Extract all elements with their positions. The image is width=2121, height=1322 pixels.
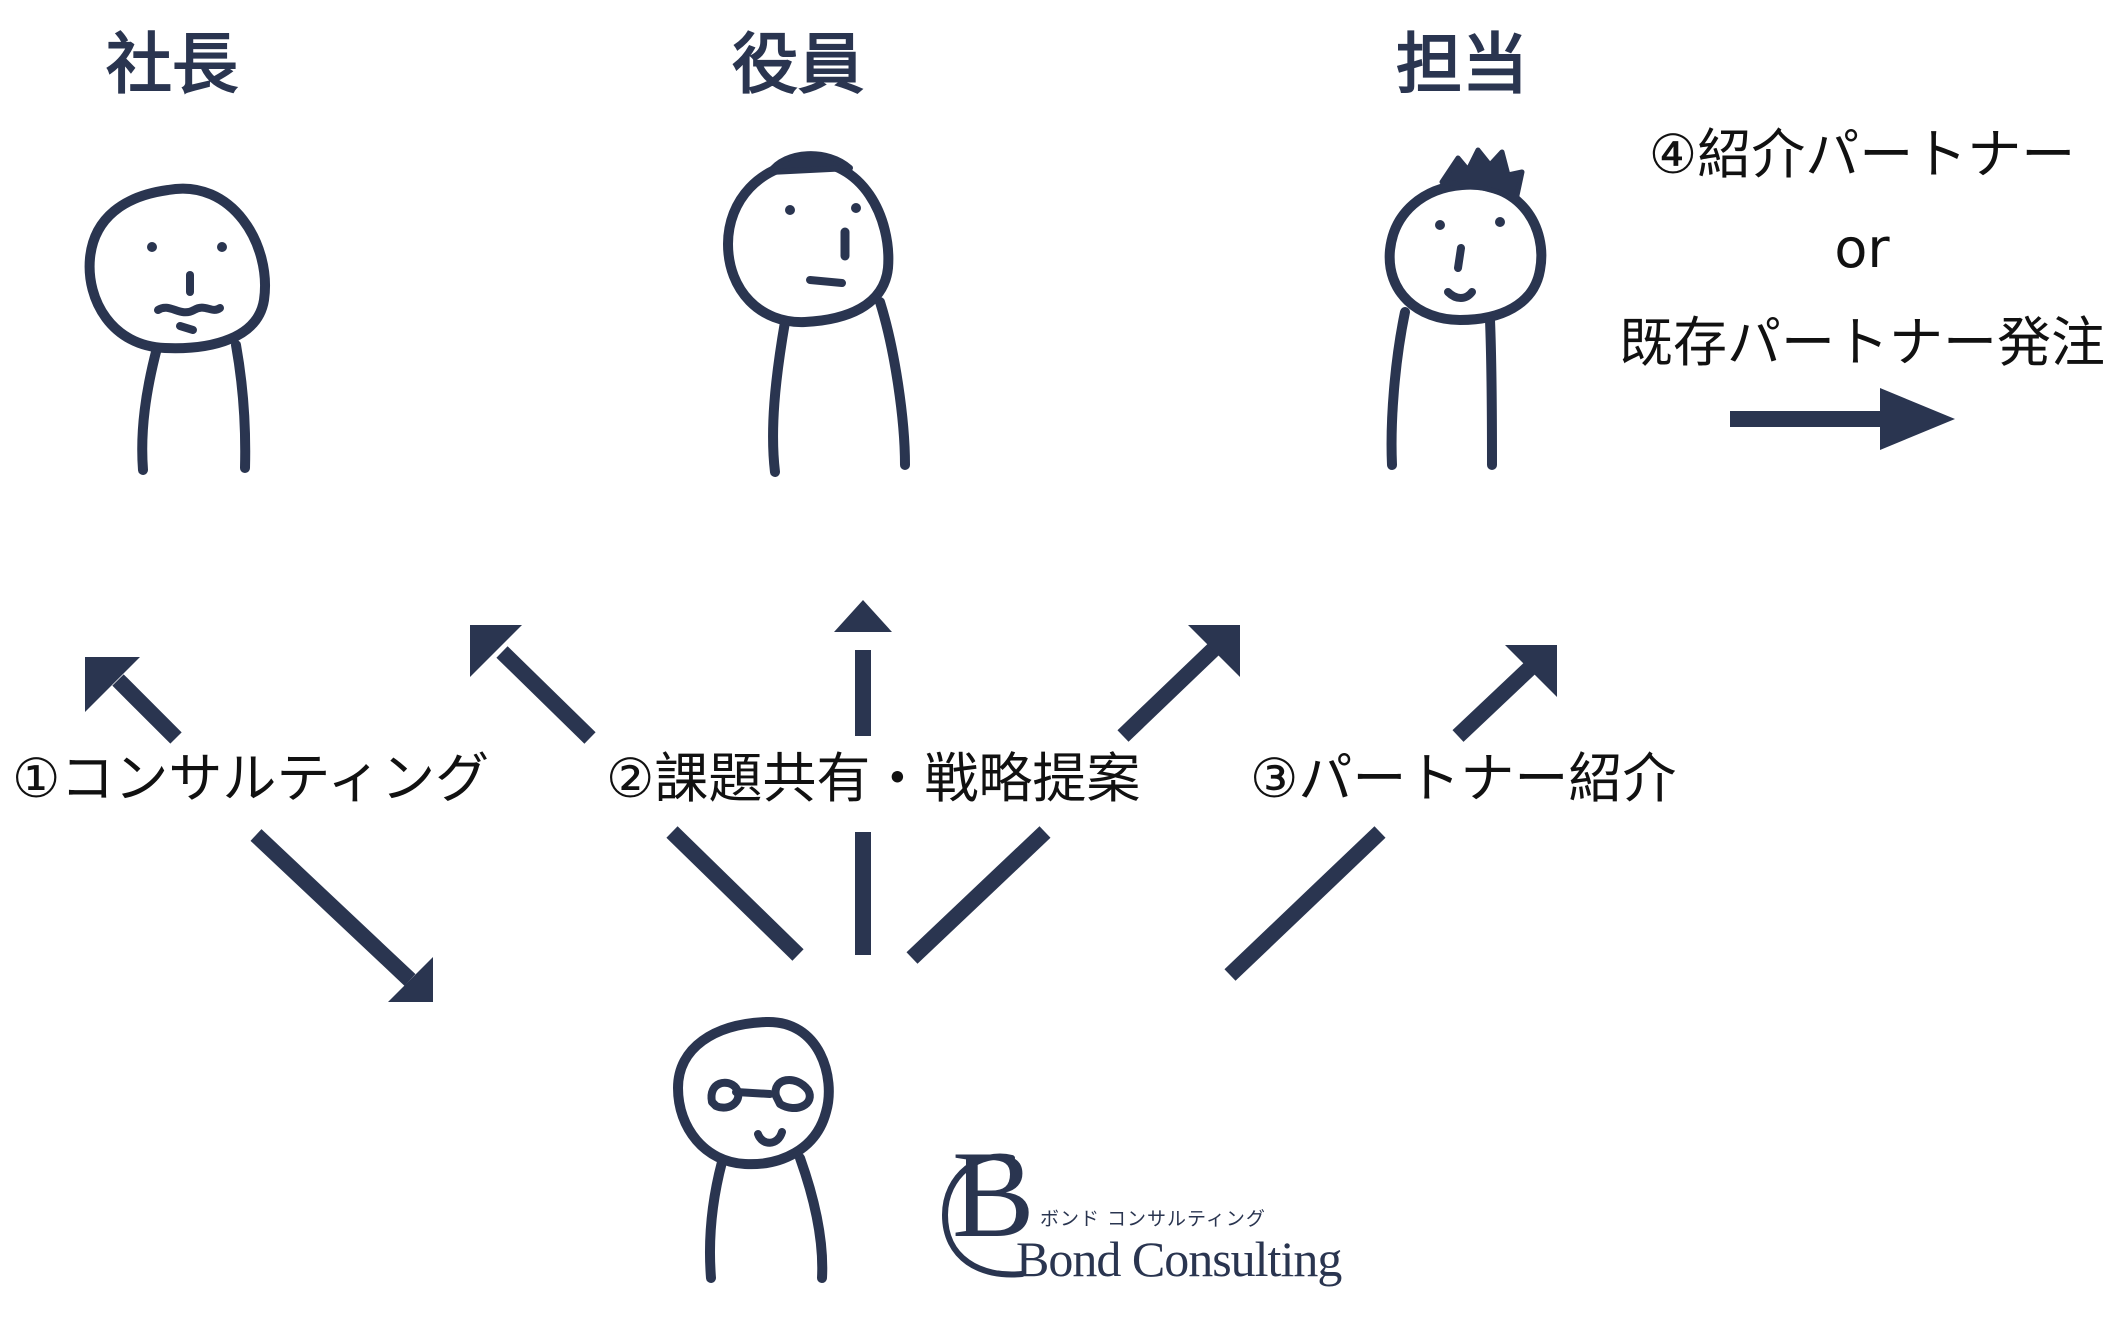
brand-name: Bond Consulting xyxy=(1016,1231,1342,1287)
order-line-partner: ④紹介パートナー xyxy=(1648,123,2076,186)
flow-partner-intro-label: ③パートナー紹介 xyxy=(1250,747,1677,810)
staff-figure xyxy=(1384,147,1547,470)
consultant-head xyxy=(673,1016,834,1170)
flow-proposal-label: ②課題共有・戦略提案 xyxy=(606,747,1141,810)
executive-figure xyxy=(723,151,910,477)
arrow-head-to-executive-left xyxy=(470,625,522,677)
brand-kana: ボンド コンサルティング xyxy=(1040,1208,1266,1230)
executive-head xyxy=(723,156,894,328)
arrow-head-to-consultant-left xyxy=(388,957,433,1002)
consultant-figure xyxy=(673,1016,834,1283)
logo-b-mark: B xyxy=(952,1126,1035,1263)
order-line-or: or xyxy=(1834,217,1890,280)
flow-consulting-label: ①コンサルティング xyxy=(12,747,490,810)
arrow-head-to-executive-right xyxy=(1188,625,1240,677)
role-president-label: 社長 xyxy=(106,26,238,103)
arrow-head-to-next-step xyxy=(1880,388,1955,450)
president-figure xyxy=(84,183,270,475)
consultant-eye-right xyxy=(771,1076,814,1112)
arrow-head-to-president xyxy=(85,657,140,712)
arrow-head-to-staff xyxy=(1505,645,1557,697)
role-executive-label: 役員 xyxy=(732,26,864,103)
order-line-existing: 既存パートナー発注 xyxy=(1619,311,2105,374)
executive-hair xyxy=(767,151,853,175)
staff-head xyxy=(1384,179,1547,325)
president-head xyxy=(84,183,270,354)
bond-consulting-logo: B xyxy=(941,1126,1035,1278)
role-staff-label: 担当 xyxy=(1396,26,1528,103)
logo-c-mark xyxy=(941,1153,1025,1278)
arrow-head-to-executive-up xyxy=(834,600,892,632)
staff-hair xyxy=(1439,147,1525,203)
